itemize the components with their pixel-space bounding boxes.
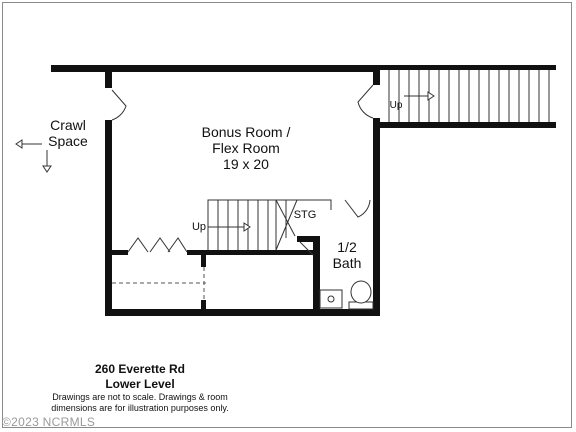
address: 260 Everette Rd xyxy=(94,362,186,376)
upper-stairs-up-label: Up xyxy=(389,100,403,111)
closet-wall-top-b xyxy=(187,250,320,255)
bonus-room-line1: Bonus Room / xyxy=(201,124,291,140)
half-bath-label: 1/2 Bath xyxy=(326,239,368,271)
closet-wall-top-a xyxy=(105,250,128,255)
crawl-space-line2: Space xyxy=(48,133,88,150)
left-wall xyxy=(105,120,112,316)
disclaimer-line2: dimensions are for illustration purposes… xyxy=(51,403,229,413)
closet-door-c xyxy=(167,237,188,253)
storage-label: STG xyxy=(293,209,317,221)
crawl-space-line1: Crawl xyxy=(50,117,86,133)
closet-divider-low xyxy=(201,300,206,312)
crawl-space-label: Crawl Space xyxy=(40,117,96,149)
doors xyxy=(111,84,374,256)
image-border xyxy=(2,2,572,428)
closet-door-a xyxy=(127,237,149,253)
storage-door-swing xyxy=(299,241,314,256)
bath-wall-top xyxy=(297,236,320,242)
closet-dashed-lines xyxy=(112,267,206,300)
closet-door-b xyxy=(149,237,171,253)
left-door-swing xyxy=(111,89,127,121)
bath-door-swing xyxy=(344,199,371,218)
closet-divider xyxy=(201,250,206,267)
bottom-wall xyxy=(105,309,380,316)
walls xyxy=(51,65,556,316)
inner-stairs xyxy=(207,199,332,251)
disclaimer-line1: Drawings are not to scale. Drawings & ro… xyxy=(52,392,228,402)
right-wall-upper xyxy=(373,65,380,85)
left-wall-top xyxy=(105,65,112,88)
bonus-room-dimensions: 19 x 20 xyxy=(223,156,269,173)
half-bath-line2: Bath xyxy=(332,255,362,272)
bonus-room-line2: Flex Room xyxy=(212,140,280,157)
copyright-watermark: ©2023 NCRMLS xyxy=(2,415,96,429)
right-wall xyxy=(373,118,380,316)
inner-stairs-up-label: Up xyxy=(191,221,207,233)
bath-wall-left xyxy=(313,236,320,316)
crawl-space-arrows xyxy=(15,139,52,173)
stair-door-swing xyxy=(357,84,374,119)
bath-fixtures xyxy=(319,280,374,310)
top-right-wall xyxy=(378,65,556,70)
top-wall xyxy=(51,65,378,72)
stair-bottom-wall xyxy=(378,122,556,128)
half-bath-line1: 1/2 xyxy=(337,239,357,255)
upper-stairs xyxy=(388,70,550,122)
level-name: Lower Level xyxy=(105,377,175,391)
bonus-room-label: Bonus Room / Flex Room 19 x 20 xyxy=(176,124,316,172)
toilet-bowl-icon xyxy=(350,280,372,304)
